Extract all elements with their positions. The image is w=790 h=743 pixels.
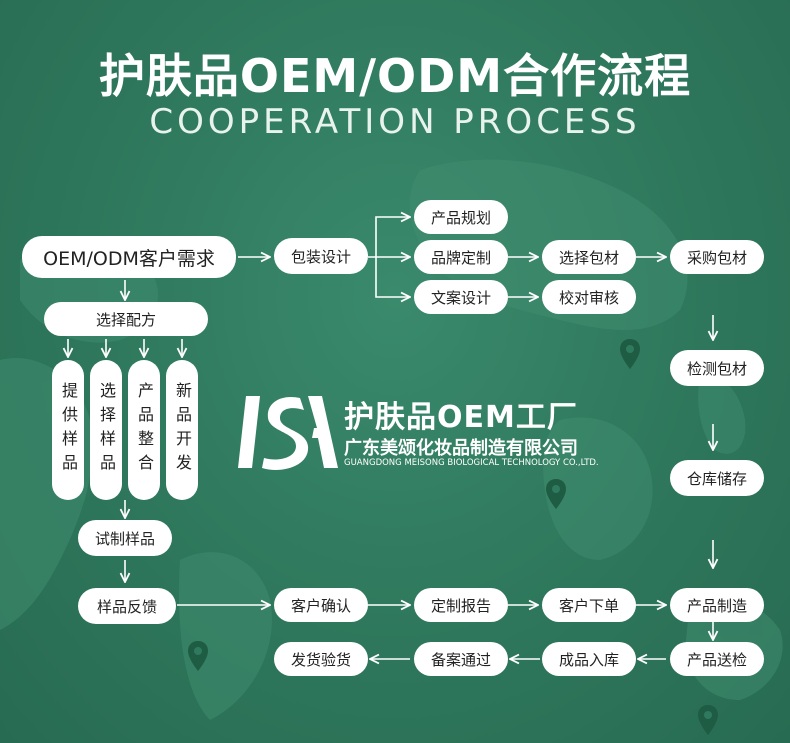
node-sample-feedback: 样品反馈	[78, 588, 176, 624]
logo-name: 护肤品OEM工厂	[344, 400, 578, 435]
node-product-inspection: 产品送检	[670, 642, 764, 676]
node-product-planning: 产品规划	[414, 200, 508, 234]
node-product-manufacture: 产品制造	[670, 588, 764, 622]
node-select-packaging: 选择包材	[542, 240, 636, 274]
node-purchase-packaging: 采购包材	[670, 240, 764, 274]
node-customer-demand: OEM/ODM客户需求	[22, 236, 236, 278]
page-title: 护肤品OEM/ODM合作流程	[98, 49, 692, 103]
node-filing-approved: 备案通过	[414, 642, 508, 676]
node-ship-inspect: 发货验货	[274, 642, 368, 676]
page-subtitle: COOPERATION PROCESS	[149, 102, 641, 142]
location-pin-icon	[188, 641, 208, 671]
logo-company-en: GUANGDONG MEISONG BIOLOGICAL TECHNOLOGY …	[344, 458, 599, 468]
node-custom-report: 定制报告	[414, 588, 508, 622]
node-packaging-design: 包装设计	[274, 238, 368, 274]
node-proofread-review: 校对审核	[542, 280, 636, 314]
node-option-provide-sample: 提供样品	[52, 360, 84, 500]
node-trial-sample: 试制样品	[78, 520, 172, 556]
node-option-new-development: 新品开发	[166, 360, 198, 500]
node-customer-order: 客户下单	[542, 588, 636, 622]
node-warehouse-storage: 仓库储存	[670, 460, 764, 496]
location-pin-icon	[620, 339, 640, 369]
location-pin-icon	[698, 705, 718, 735]
node-select-formula: 选择配方	[44, 302, 208, 336]
logo-company: 广东美颂化妆品制造有限公司	[344, 438, 578, 459]
node-option-select-sample: 选择样品	[90, 360, 122, 500]
node-option-product-integration: 产品整合	[128, 360, 160, 500]
company-logo-mark	[238, 396, 338, 470]
node-copy-design: 文案设计	[414, 280, 508, 314]
location-pin-icon	[546, 479, 566, 509]
node-finished-storage: 成品入库	[542, 642, 636, 676]
node-brand-customization: 品牌定制	[414, 240, 508, 274]
node-customer-confirm: 客户确认	[274, 588, 368, 622]
node-inspect-packaging: 检测包材	[670, 350, 764, 386]
